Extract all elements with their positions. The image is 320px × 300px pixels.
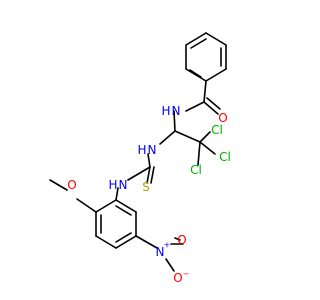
bond-aryl-ring bbox=[115, 199, 137, 213]
bond-amide-n bbox=[185, 101, 205, 112]
bond-aryl-ring bbox=[95, 199, 117, 213]
amide-nitrogen-label: N bbox=[172, 104, 181, 118]
nitro-nitrogen-charge: + bbox=[164, 241, 171, 250]
bond-benzoyl-ring bbox=[185, 68, 207, 82]
bond-ccl-right bbox=[199, 141, 216, 155]
thiourea-nitrogen-2-label: N bbox=[119, 178, 128, 192]
bond-n-ch bbox=[173, 110, 176, 132]
bond-aryl-ring-inner bbox=[115, 232, 132, 243]
bond-aryl-ring bbox=[115, 235, 137, 249]
bond-benzoyl-ring bbox=[205, 32, 227, 46]
bond-ch-ccl3 bbox=[174, 130, 201, 143]
thiourea-sulfur-label: S bbox=[142, 180, 150, 194]
nitro-oxygen-bottom-label: O bbox=[173, 271, 182, 285]
bond-layer bbox=[49, 32, 227, 272]
bond-cs-nh bbox=[127, 166, 151, 181]
bond-ring-nitro bbox=[135, 235, 158, 249]
bond-c-s-double bbox=[150, 166, 155, 184]
atom-label-layer: N H O Cl Cl Cl N H S N H O N + O O − bbox=[67, 104, 231, 285]
bond-ccl-top bbox=[199, 131, 211, 143]
nitro-oxygen-top-label: O bbox=[177, 233, 186, 247]
bond-nh-cs bbox=[147, 153, 151, 168]
chlorine-top-label: Cl bbox=[211, 123, 223, 137]
bond-aryl-ring-inner bbox=[115, 205, 132, 216]
bond-carbonyl-o-double bbox=[203, 101, 219, 115]
bond-nitro-o-double bbox=[174, 237, 181, 241]
bond-nitro-o-single bbox=[165, 258, 175, 272]
bond-methoxy-methyl bbox=[49, 179, 68, 191]
bond-ring-methoxy-o bbox=[76, 198, 97, 213]
nitro-nitrogen-label: N bbox=[156, 245, 165, 259]
thiourea-hydrogen-1-label: H bbox=[137, 143, 146, 157]
bond-nh-aryl bbox=[115, 187, 119, 201]
thiourea-hydrogen-2-label: H bbox=[108, 178, 117, 192]
molecule-structure: N H O Cl Cl Cl N H S N H O N + O O − bbox=[49, 32, 231, 285]
bond-carbonyl-c bbox=[203, 80, 207, 103]
bond-benzoyl-ring-inner bbox=[190, 38, 207, 49]
chlorine-right-label: Cl bbox=[219, 150, 231, 164]
bond-ccl-bottom bbox=[197, 141, 201, 166]
bond-benzoyl-ring bbox=[185, 32, 207, 46]
carbonyl-oxygen-label: O bbox=[218, 111, 227, 125]
methoxy-oxygen-label: O bbox=[67, 178, 76, 192]
bond-benzoyl-ring bbox=[205, 68, 227, 82]
bond-c-s-double bbox=[146, 166, 151, 184]
amide-hydrogen-label: H bbox=[161, 104, 170, 118]
bond-ch-nh bbox=[159, 130, 176, 145]
nitro-oxygen-charge: − bbox=[183, 270, 190, 279]
thiourea-nitrogen-1-label: N bbox=[148, 143, 157, 157]
bond-aryl-ring bbox=[95, 235, 117, 249]
chlorine-bottom-label: Cl bbox=[190, 163, 202, 177]
bond-benzoyl-ring-inner bbox=[189, 69, 202, 78]
bond-carbonyl-o-double bbox=[206, 97, 221, 110]
